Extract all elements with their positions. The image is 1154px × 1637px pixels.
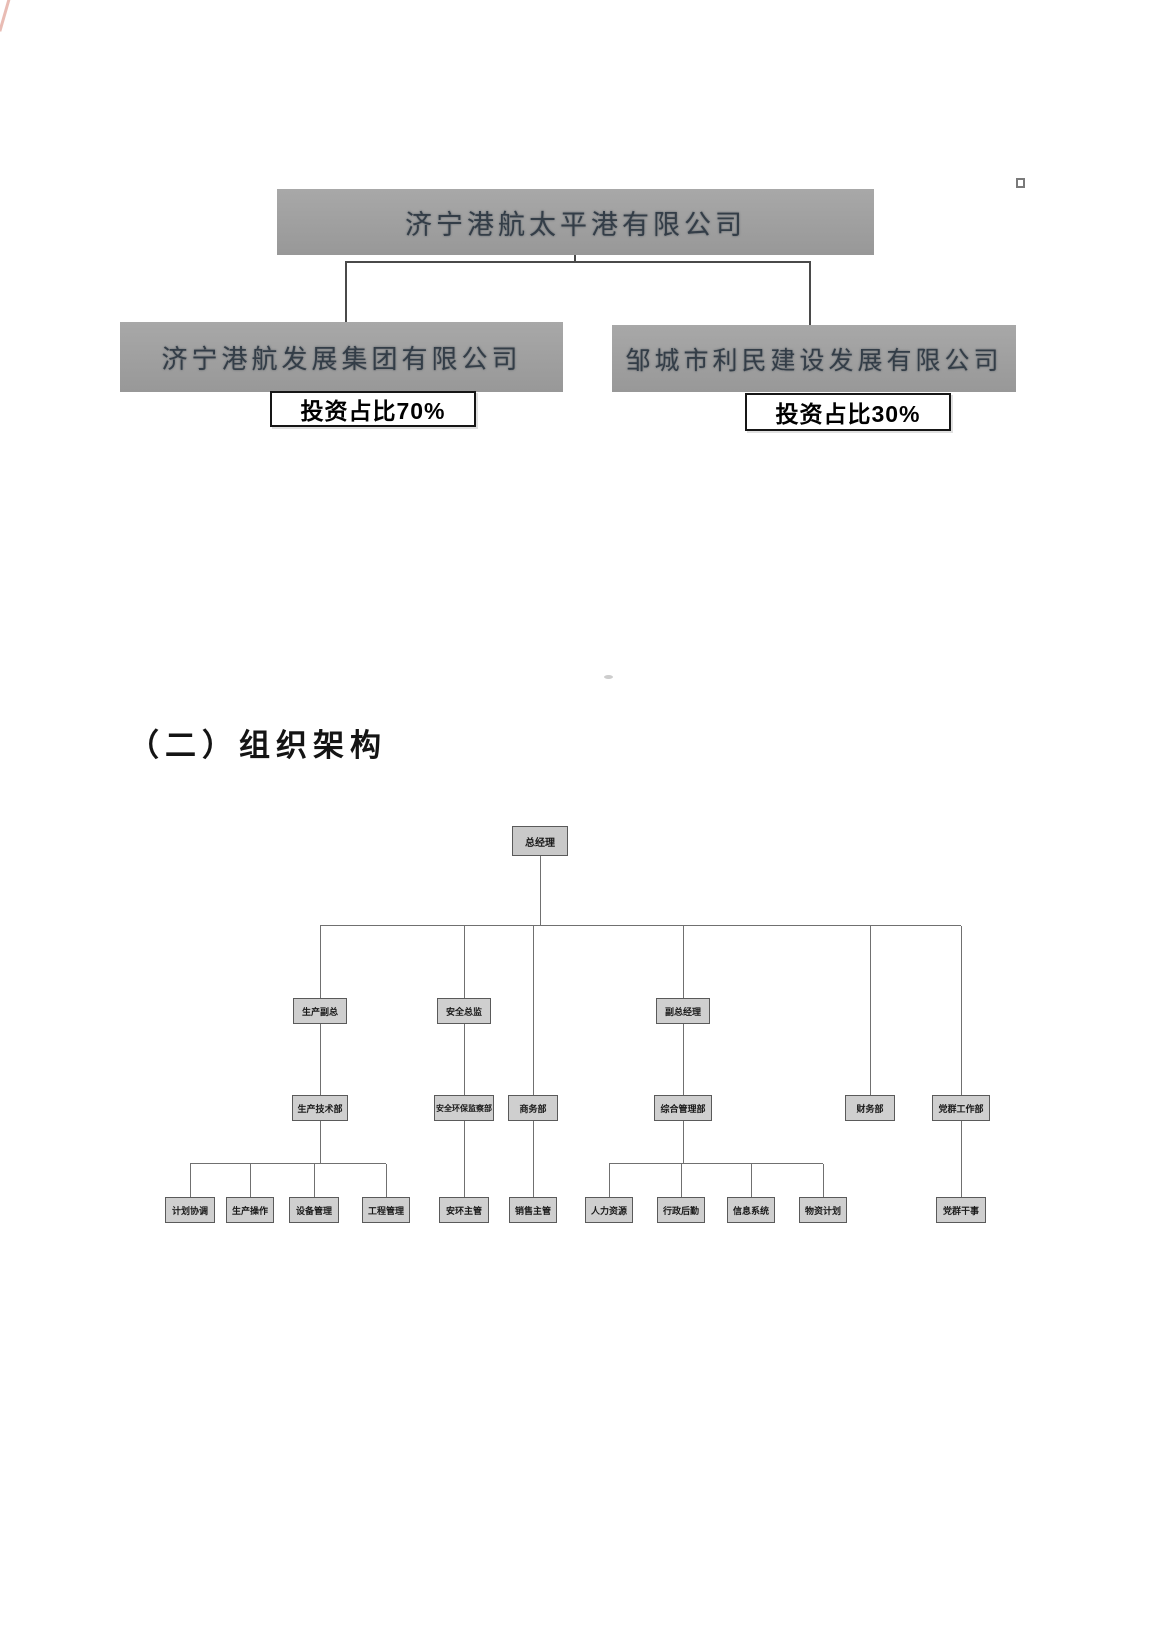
connector-line — [870, 926, 871, 1095]
connector-line — [751, 1164, 752, 1197]
connector-line — [386, 1164, 387, 1197]
investment-ratio-right-label: 投资占比30% — [775, 401, 921, 427]
connector-line — [345, 262, 347, 322]
small-square-mark — [1016, 178, 1025, 188]
connector-line — [823, 1164, 824, 1197]
connector-line — [464, 926, 465, 998]
shareholder-name-left: 济宁港航发展集团有限公司 — [161, 344, 522, 374]
node-general-manager: 总经理 — [512, 826, 568, 856]
node-safety-env-supervision-dept: 安全环保监察部 — [434, 1095, 494, 1121]
connector-line — [533, 926, 534, 1095]
connector-line — [190, 1163, 386, 1164]
shareholder-box-right: 邹城市利民建设发展有限公司 — [612, 325, 1016, 392]
scan-artifact — [0, 0, 11, 32]
connector-line — [681, 1164, 682, 1197]
node-human-resources: 人力资源 — [585, 1197, 633, 1223]
node-party-mass-work-dept: 党群工作部 — [932, 1095, 990, 1121]
connector-line — [683, 1121, 684, 1163]
connector-line — [574, 255, 576, 262]
connector-line — [540, 856, 541, 925]
investment-ratio-left: 投资占比70% — [270, 391, 476, 427]
node-equipment-management: 设备管理 — [289, 1197, 339, 1223]
node-deputy-general-manager: 副总经理 — [656, 998, 710, 1024]
node-material-planning: 物资计划 — [799, 1197, 847, 1223]
connector-line — [683, 1024, 684, 1095]
node-safety-env-supervisor: 安环主管 — [439, 1197, 489, 1223]
node-finance-dept: 财务部 — [845, 1095, 895, 1121]
connector-line — [320, 1024, 321, 1095]
connector-line — [464, 1024, 465, 1095]
investment-ratio-left-label: 投资占比70% — [300, 398, 446, 424]
connector-line — [464, 1121, 465, 1197]
connector-line — [961, 926, 962, 1095]
shareholder-box-left: 济宁港航发展集团有限公司 — [120, 322, 563, 392]
parent-company-name: 济宁港航太平港有限公司 — [405, 209, 746, 240]
node-general-admin-dept: 综合管理部 — [654, 1095, 712, 1121]
node-production-operation: 生产操作 — [226, 1197, 274, 1223]
connector-line — [320, 925, 961, 926]
node-party-mass-officer: 党群干事 — [936, 1197, 986, 1223]
node-production-deputy-gm: 生产副总 — [293, 998, 347, 1024]
node-safety-director: 安全总监 — [437, 998, 491, 1024]
node-sales-supervisor: 销售主管 — [509, 1197, 557, 1223]
connector-line — [320, 926, 321, 998]
shareholder-name-right: 邹城市利民建设发展有限公司 — [625, 347, 1003, 375]
connector-line — [250, 1164, 251, 1197]
node-production-tech-dept: 生产技术部 — [292, 1095, 348, 1121]
node-engineering-management: 工程管理 — [362, 1197, 410, 1223]
scan-smudge — [604, 675, 613, 679]
parent-company-box: 济宁港航太平港有限公司 — [277, 189, 874, 255]
node-admin-logistics: 行政后勤 — [657, 1197, 705, 1223]
investment-ratio-right: 投资占比30% — [745, 393, 951, 431]
connector-line — [809, 262, 811, 325]
connector-line — [190, 1164, 191, 1197]
connector-line — [961, 1121, 962, 1197]
connector-line — [609, 1164, 610, 1197]
connector-line — [609, 1163, 823, 1164]
connector-line — [683, 926, 684, 998]
node-information-systems: 信息系统 — [727, 1197, 775, 1223]
section-heading: （二）组织架构 — [128, 728, 387, 763]
connector-line — [314, 1164, 315, 1197]
connector-line — [320, 1121, 321, 1163]
node-plan-coordination: 计划协调 — [165, 1197, 215, 1223]
node-commerce-dept: 商务部 — [508, 1095, 558, 1121]
connector-line — [533, 1121, 534, 1197]
connector-line — [345, 261, 811, 263]
